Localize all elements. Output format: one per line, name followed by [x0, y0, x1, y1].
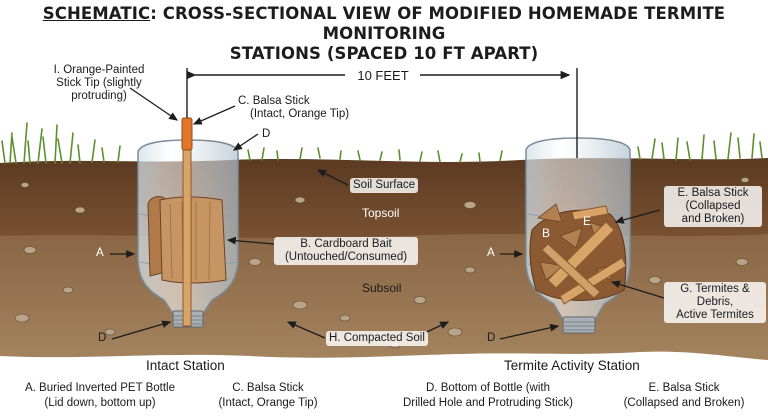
broken-balsa-sticks [541, 205, 627, 305]
label-d-left: D [98, 332, 107, 344]
topsoil-layer [0, 158, 768, 240]
right-bottle-cap [562, 316, 596, 334]
title-line1: : CROSS-SECTIONAL VIEW OF MODIFIED HOMEM… [150, 4, 726, 43]
legend-item-c: C. Balsa Stick (Intact, Orange Tip) [218, 382, 318, 409]
intact-cardboard-bait [147, 196, 227, 284]
label-cardboard: B. Cardboard Bait (Untouched/Consumed) [274, 237, 418, 265]
label-d-right: D [487, 332, 496, 344]
title-line2: STATIONS (SPACED 10 FT APART) [229, 44, 539, 63]
label-orange-tip: I. Orange-Painted Stick Tip (slightly pr… [53, 64, 145, 102]
label-termites: G. Termites & Debris, Active Termites [664, 282, 766, 323]
intact-balsa-stick [181, 117, 193, 327]
station-label-termite: Termite Activity Station [504, 358, 640, 373]
diagram-title: SCHEMATIC: CROSS-SECTIONAL VIEW OF MODIF… [0, 4, 768, 64]
station-label-intact: Intact Station [146, 358, 225, 373]
spacing-dimension [186, 68, 578, 158]
label-d-top: D [262, 128, 271, 140]
spacing-label: 10 FEET [346, 68, 420, 83]
grass [1, 122, 763, 164]
label-a-right: A [487, 247, 495, 259]
orange-tip [181, 117, 193, 151]
label-compacted-soil: H. Compacted Soil [326, 331, 428, 346]
label-balsa-intact: C. Balsa Stick (Intact, Orange Tip) [238, 95, 350, 120]
inner-letter-b: B [542, 226, 551, 240]
label-a-left: A [96, 247, 104, 259]
legend-item-a: A. Buried Inverted PET Bottle (Lid down,… [24, 382, 175, 409]
label-subsoil: Subsoil [362, 281, 402, 295]
legend-item-d: D. Bottom of Bottle (with Drilled Hole a… [402, 382, 574, 409]
label-soil-surface: Soil Surface [350, 178, 419, 193]
legend-item-e: E. Balsa Stick (Collapsed and Broken) [623, 382, 745, 409]
title-prefix: SCHEMATIC [42, 4, 151, 23]
label-balsa-broken: E. Balsa Stick (Collapsed and Broken) [664, 186, 762, 227]
label-topsoil: Topsoil [362, 206, 400, 220]
leader-lines [110, 87, 665, 340]
inner-letter-e: E [583, 214, 592, 228]
